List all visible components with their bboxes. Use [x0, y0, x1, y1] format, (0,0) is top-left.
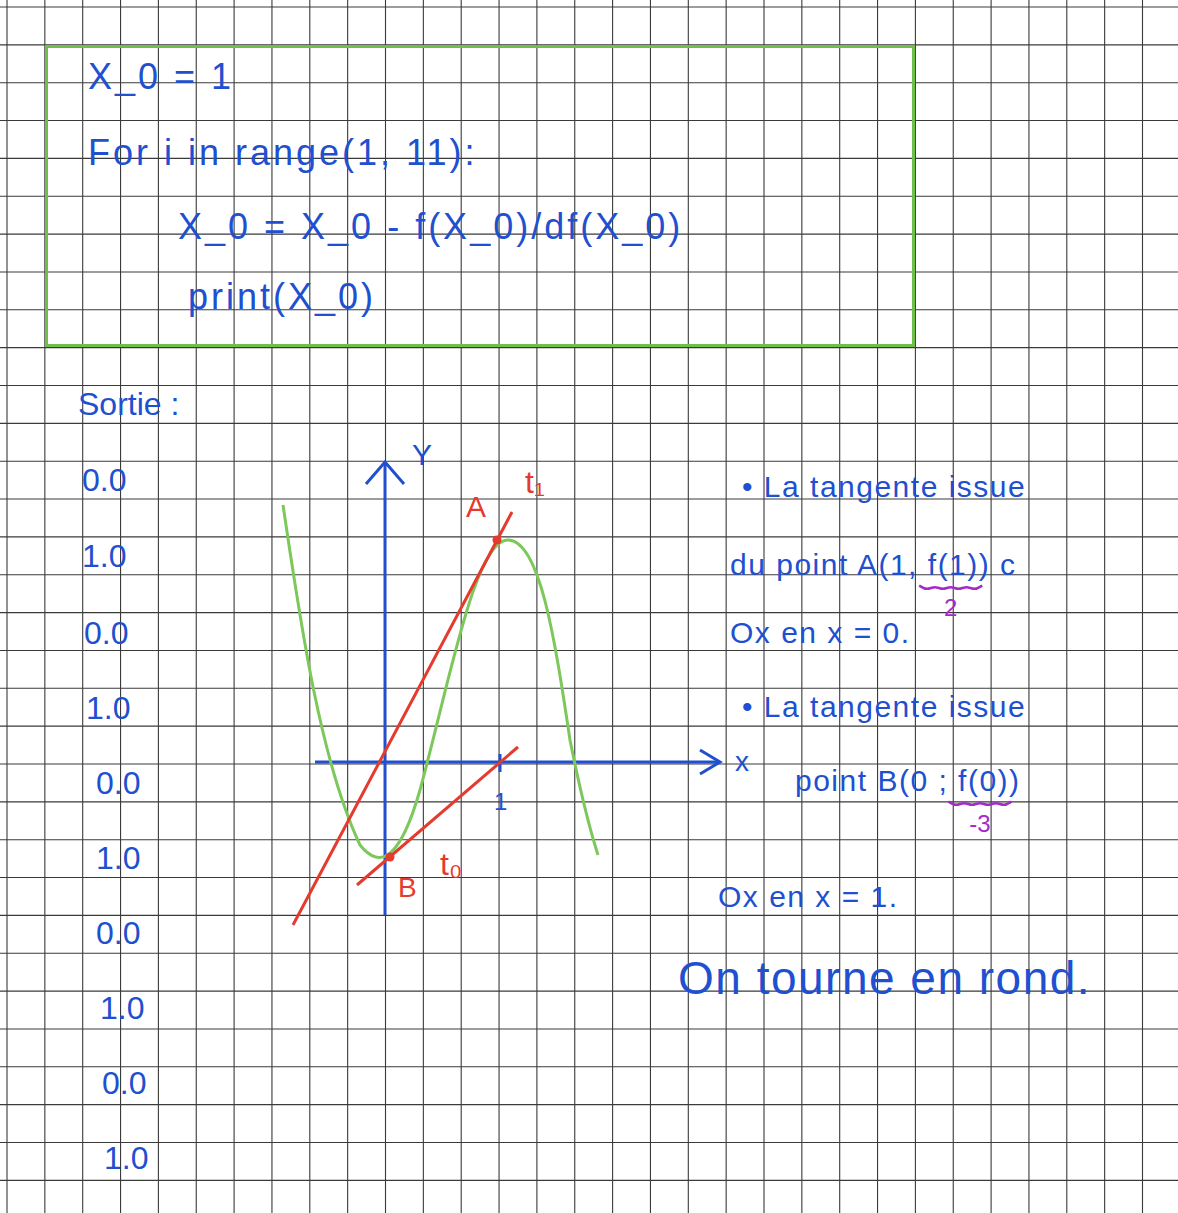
grid-line — [0, 726, 1178, 727]
grid-line — [0, 536, 1178, 537]
note-line: du point A(1, f(1)) c — [730, 548, 1017, 583]
note-line: point B(0 ; f(0)) — [795, 764, 1021, 799]
grid-line — [0, 877, 1178, 878]
output-value: 1.0 — [82, 538, 126, 575]
grid-line — [0, 120, 1178, 121]
grid-line — [158, 0, 159, 1213]
underline-squiggle — [919, 586, 982, 589]
grid-line — [801, 0, 802, 1213]
output-value: 0.0 — [84, 615, 128, 652]
grid-line — [1142, 0, 1143, 1213]
point-label: B — [398, 872, 417, 904]
grid-line — [0, 1028, 1178, 1029]
grid-line — [991, 0, 992, 1213]
grid-line — [0, 650, 1178, 651]
grid-line — [763, 0, 764, 1213]
grid-line — [1104, 0, 1105, 1213]
point-dot — [386, 853, 395, 862]
function-plot — [283, 462, 720, 925]
conclusion-note: On tourne en rond. — [678, 952, 1091, 1005]
note-line: Ox en x = 0. — [730, 616, 911, 651]
point-label: A — [466, 490, 486, 525]
value-annotation: -3 — [969, 810, 990, 838]
note-line: • La tangente issue — [742, 470, 1026, 505]
grid-line — [1028, 0, 1029, 1213]
output-value: 0.0 — [102, 1065, 146, 1102]
function-curve — [283, 505, 598, 857]
code-line: X_0 = 1 — [88, 56, 234, 97]
tangent-label: t₀ — [440, 846, 462, 883]
axis-arrow — [366, 462, 404, 484]
tangent-line — [293, 512, 512, 925]
output-heading: Sortie : — [78, 386, 179, 423]
grid-line — [271, 0, 272, 1213]
grid-line — [0, 271, 1178, 272]
y-axis — [384, 462, 387, 915]
grid-line — [915, 0, 916, 1213]
grid-line — [309, 0, 310, 1213]
axis-arrow — [700, 750, 720, 774]
output-value: 1.0 — [104, 1140, 148, 1177]
grid-line — [6, 0, 7, 1213]
output-value: 1.0 — [86, 690, 130, 727]
grid-line — [0, 1142, 1178, 1143]
output-value: 0.0 — [96, 915, 140, 952]
code-line: print(X_0) — [188, 276, 376, 317]
grid-line — [0, 461, 1178, 462]
output-value: 1.0 — [96, 840, 140, 877]
grid-line — [0, 801, 1178, 802]
grid-line — [536, 0, 537, 1213]
grid-line — [120, 0, 121, 1213]
output-value: 0.0 — [96, 765, 140, 802]
grid-line — [498, 0, 499, 1213]
grid-line — [0, 915, 1178, 916]
grid-line — [877, 0, 878, 1213]
output-value: 0.0 — [82, 462, 126, 499]
grid-line — [688, 0, 689, 1213]
grid-line — [0, 1180, 1178, 1181]
grid-line — [347, 0, 348, 1213]
tick-label: 1 — [494, 788, 507, 816]
code-line: X_0 = X_0 - f(X_0)/df(X_0) — [178, 206, 683, 247]
grid-line — [650, 0, 651, 1213]
grid-line — [1066, 0, 1067, 1213]
grid-line — [0, 1066, 1178, 1067]
note-line: Ox en x = 1. — [718, 880, 899, 915]
grid-line — [82, 0, 83, 1213]
underline-squiggle — [948, 802, 1011, 805]
grid-line — [839, 0, 840, 1213]
grid-line — [0, 385, 1178, 386]
grid-line — [0, 309, 1178, 310]
grid-line — [0, 196, 1178, 197]
axis-label: Y — [412, 438, 432, 473]
grid-line — [385, 0, 386, 1213]
grid-line — [0, 612, 1178, 613]
grid-line — [612, 0, 613, 1213]
point-dot — [493, 536, 502, 545]
note-line: • La tangente issue — [742, 690, 1026, 725]
axis-label: x — [735, 746, 749, 778]
code-line: For i in range(1, 11): — [88, 132, 477, 173]
grid-line — [0, 688, 1178, 689]
tangent-line — [357, 747, 518, 885]
grid-line — [423, 0, 424, 1213]
grid-line — [0, 1104, 1178, 1105]
grid-line — [0, 347, 1178, 348]
tangent-label: t₁ — [525, 464, 545, 501]
grid-line — [0, 423, 1178, 424]
grid-line — [574, 0, 575, 1213]
code-box: X_0 = 1 For i in range(1, 11): X_0 = X_0 -… — [45, 45, 915, 347]
output-value: 1.0 — [100, 990, 144, 1027]
value-annotation: 2 — [944, 594, 957, 622]
grid-line — [196, 0, 197, 1213]
grid-line — [0, 6, 1178, 7]
grid-line — [726, 0, 727, 1213]
grid-line — [0, 839, 1178, 840]
grid-line — [234, 0, 235, 1213]
x-axis — [315, 761, 718, 764]
